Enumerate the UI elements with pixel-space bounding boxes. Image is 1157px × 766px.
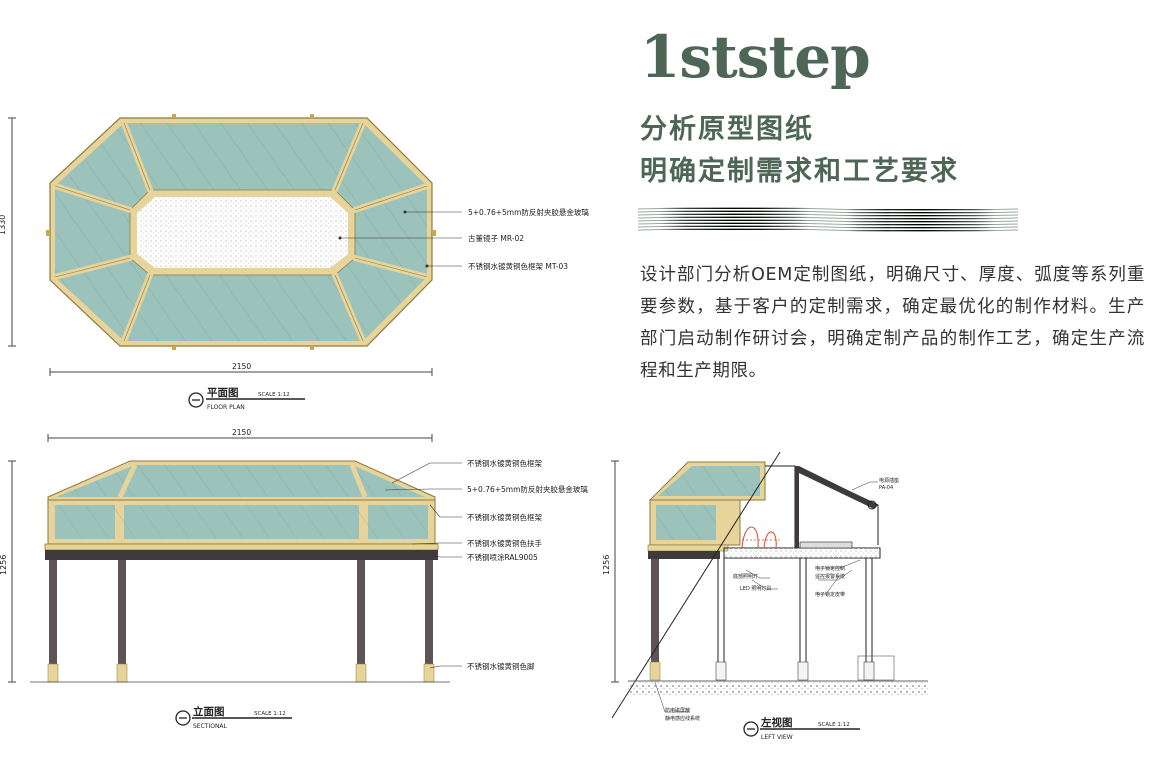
heading-line-1: 分析原型图纸 xyxy=(640,114,814,145)
left-view-callout-7: 电子锁定皮带 xyxy=(815,591,845,598)
left-view: 1256 xyxy=(602,451,928,741)
elevation-title: 立面图 xyxy=(193,705,225,718)
elevation-callout-1: 不锈钢水镀黄铜色框架 xyxy=(467,458,542,468)
decorative-divider xyxy=(638,207,1018,232)
left-view-callout-8: 防电磁屏蔽 xyxy=(665,707,690,714)
elevation-callout-3: 不锈钢水镀黄铜色框架 xyxy=(467,512,542,522)
step-title: 1ststep xyxy=(640,23,871,91)
left-view-title: 左视图 xyxy=(760,716,793,729)
left-view-subtitle: LEFT VIEW xyxy=(761,734,793,741)
left-view-height-dim: 1256 xyxy=(602,555,611,575)
floor-plan: 1330 xyxy=(0,114,589,411)
callout-mirror: 古董镜子 MR-02 xyxy=(468,233,524,243)
left-view-callout-5: 电子锁定控制 xyxy=(815,565,845,572)
left-view-callout-9: 静电感应线系统 xyxy=(665,715,700,722)
elevation-callout-5: 不锈钢喷涂RAL9005 xyxy=(467,552,538,562)
callout-glass: 5+0.76+5mm防反射夹胶悬金玻璃 xyxy=(468,207,589,217)
left-view-callout-4: LED 照明灯具 xyxy=(740,585,771,592)
elevation-callout-2: 5+0.76+5mm防反射夹胶悬金玻璃 xyxy=(467,484,588,494)
left-view-callout-3: 底部照明灯 xyxy=(733,573,758,580)
floor-plan-height-dim: 1330 xyxy=(0,215,7,235)
left-view-callout-6: 遥控报警系统 xyxy=(815,573,845,580)
elevation-subtitle: SECTIONAL xyxy=(193,723,228,730)
left-view-callout-1: 电源插座 xyxy=(879,477,899,484)
left-view-scale: SCALE 1:12 xyxy=(818,722,850,728)
floor-plan-scale: SCALE 1:12 xyxy=(258,392,290,398)
left-view-callout-2: PA-04 xyxy=(879,485,893,491)
description: 设计部门分析OEM定制图纸，明确尺寸、厚度、弧度等系列重要参数，基于客户的定制需… xyxy=(640,265,1145,381)
elevation-height-dim: 1256 xyxy=(0,555,8,575)
elevation-width-dim: 2150 xyxy=(232,428,251,437)
floor-plan-subtitle: FLOOR PLAN xyxy=(207,404,245,411)
elevation-scale: SCALE 1:12 xyxy=(254,711,286,717)
floor-plan-width-dim: 2150 xyxy=(232,362,251,371)
elevation: 2150 1256 xyxy=(0,428,588,730)
floor-plan-title: 平面图 xyxy=(207,387,239,399)
elevation-callout-6: 不锈钢水镀黄铜色脚 xyxy=(467,661,535,671)
elevation-callout-4: 不锈钢水镀黄铜色扶手 xyxy=(467,538,542,548)
callout-frame: 不锈钢水镀黄铜色框架 MT-03 xyxy=(468,261,568,271)
heading-line-2: 明确定制需求和工艺要求 xyxy=(640,156,959,187)
